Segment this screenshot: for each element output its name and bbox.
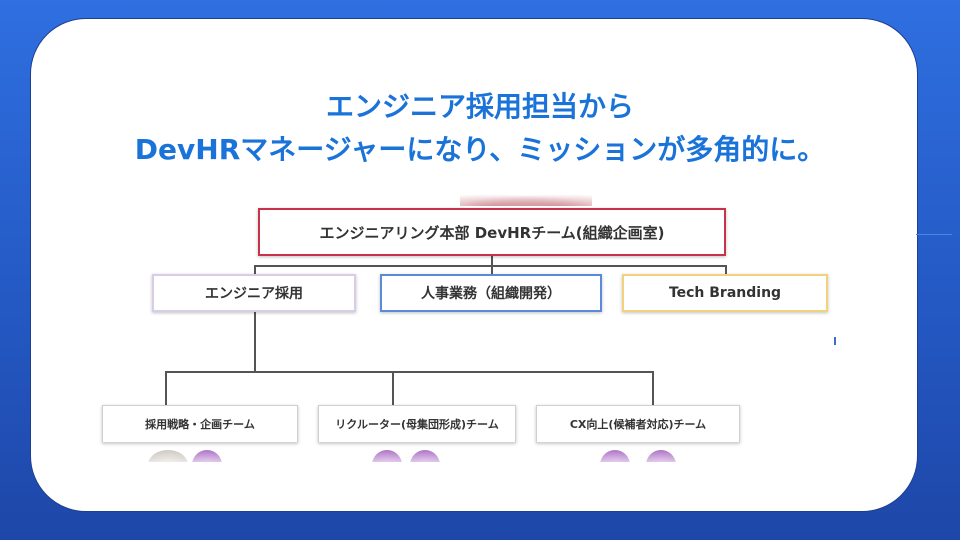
blurred-photo-fragment xyxy=(460,194,592,206)
edge-mark xyxy=(834,337,836,345)
slide-title-line-2: DevHRマネージャーになり、ミッションが多角的に。 xyxy=(134,133,826,166)
connector-engineering-down xyxy=(254,312,256,372)
org-cx-team-box: CX向上(候補者対応)チーム xyxy=(536,405,740,443)
image-fade-overlay xyxy=(96,440,756,470)
edge-line xyxy=(916,234,952,235)
connector-root-down xyxy=(491,256,493,266)
org-hr-operations-box: 人事業務（組織開発） xyxy=(380,274,602,312)
connector-level3-bar xyxy=(165,371,654,373)
connector-to-tech xyxy=(725,265,727,274)
connector-to-engineering xyxy=(254,265,256,274)
connector-level2-bar xyxy=(254,265,727,267)
org-tech-branding-box: Tech Branding xyxy=(622,274,828,312)
slide-title-line-1: エンジニア採用担当から xyxy=(325,90,634,123)
org-root-box: エンジニアリング本部 DevHRチーム(組織企画室) xyxy=(258,208,726,256)
org-engineering-recruiting-box: エンジニア採用 xyxy=(152,274,356,312)
connector-to-recruiter xyxy=(392,371,394,405)
connector-to-cx xyxy=(652,371,654,405)
connector-to-hr xyxy=(491,265,493,274)
connector-to-strategy xyxy=(165,371,167,405)
org-recruiter-team-box: リクルーター(母集団形成)チーム xyxy=(318,405,516,443)
org-strategy-team-box: 採用戦略・企画チーム xyxy=(102,405,298,443)
